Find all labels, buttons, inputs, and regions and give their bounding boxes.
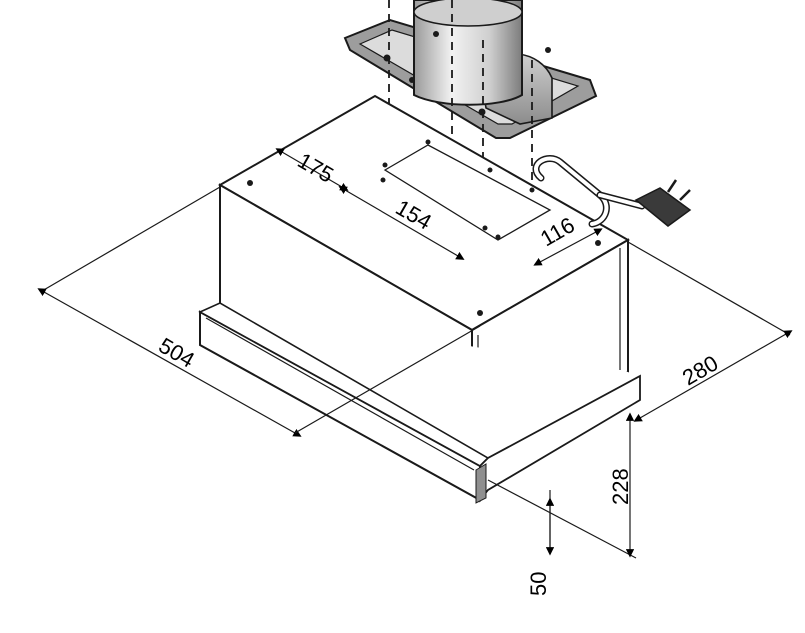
power-plug-icon	[634, 179, 692, 227]
adapter-cylinder	[413, 0, 523, 106]
dimension-280: 280	[678, 350, 722, 390]
dimension-lines	[37, 148, 793, 559]
dimension-504: 504	[155, 333, 199, 373]
dimension-228: 228	[608, 468, 633, 505]
power-cord	[532, 154, 692, 228]
duct-adapter	[343, 0, 598, 139]
front-panel-end-shade	[475, 463, 487, 504]
dimension-50: 50	[526, 572, 551, 596]
